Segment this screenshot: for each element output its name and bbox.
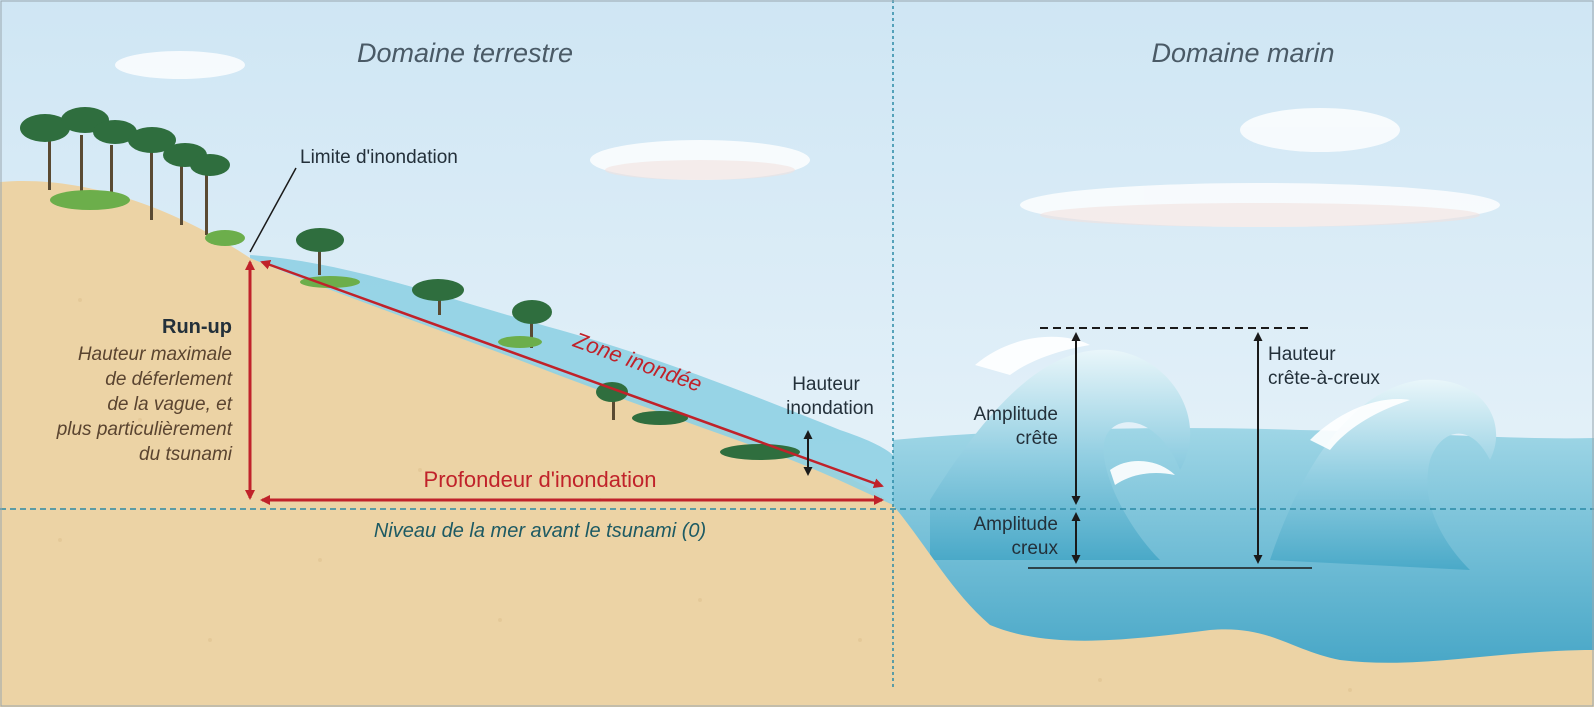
trough-amplitude-label-1: Amplitude [974,514,1059,535]
sea-domain-title: Domaine marin [1151,38,1334,68]
inundation-depth-label: Profondeur d'inondation [424,467,657,492]
sea-level-label: Niveau de la mer avant le tsunami (0) [374,520,706,542]
crest-amplitude-label-2: crête [1016,428,1058,449]
land [0,181,1594,707]
runup-desc-2: de déferlement [105,369,232,390]
flooded-zone-arrow [260,260,884,488]
runup-desc-1: Hauteur maximale [78,344,232,365]
crest-to-trough-label-2: crête-à-creux [1268,368,1380,389]
runup-desc-4: plus particulièrement [56,419,233,440]
runup-title: Run-up [162,316,232,338]
tsunami-waves [930,336,1497,570]
runup-desc-5: du tsunami [139,444,233,465]
inundation-limit-pointer [249,167,297,253]
crest-amplitude-label-1: Amplitude [974,404,1059,425]
inundation-height-label-2: inondation [786,398,874,419]
runup-desc-3: de la vague, et [107,394,232,415]
inundation-height-label-1: Hauteur [792,374,860,395]
trough-amplitude-label-2: creux [1012,538,1059,559]
inundation-limit-label: Limite d'inondation [300,147,458,168]
crest-to-trough-label-1: Hauteur [1268,344,1336,365]
land-domain-title: Domaine terrestre [357,38,573,68]
